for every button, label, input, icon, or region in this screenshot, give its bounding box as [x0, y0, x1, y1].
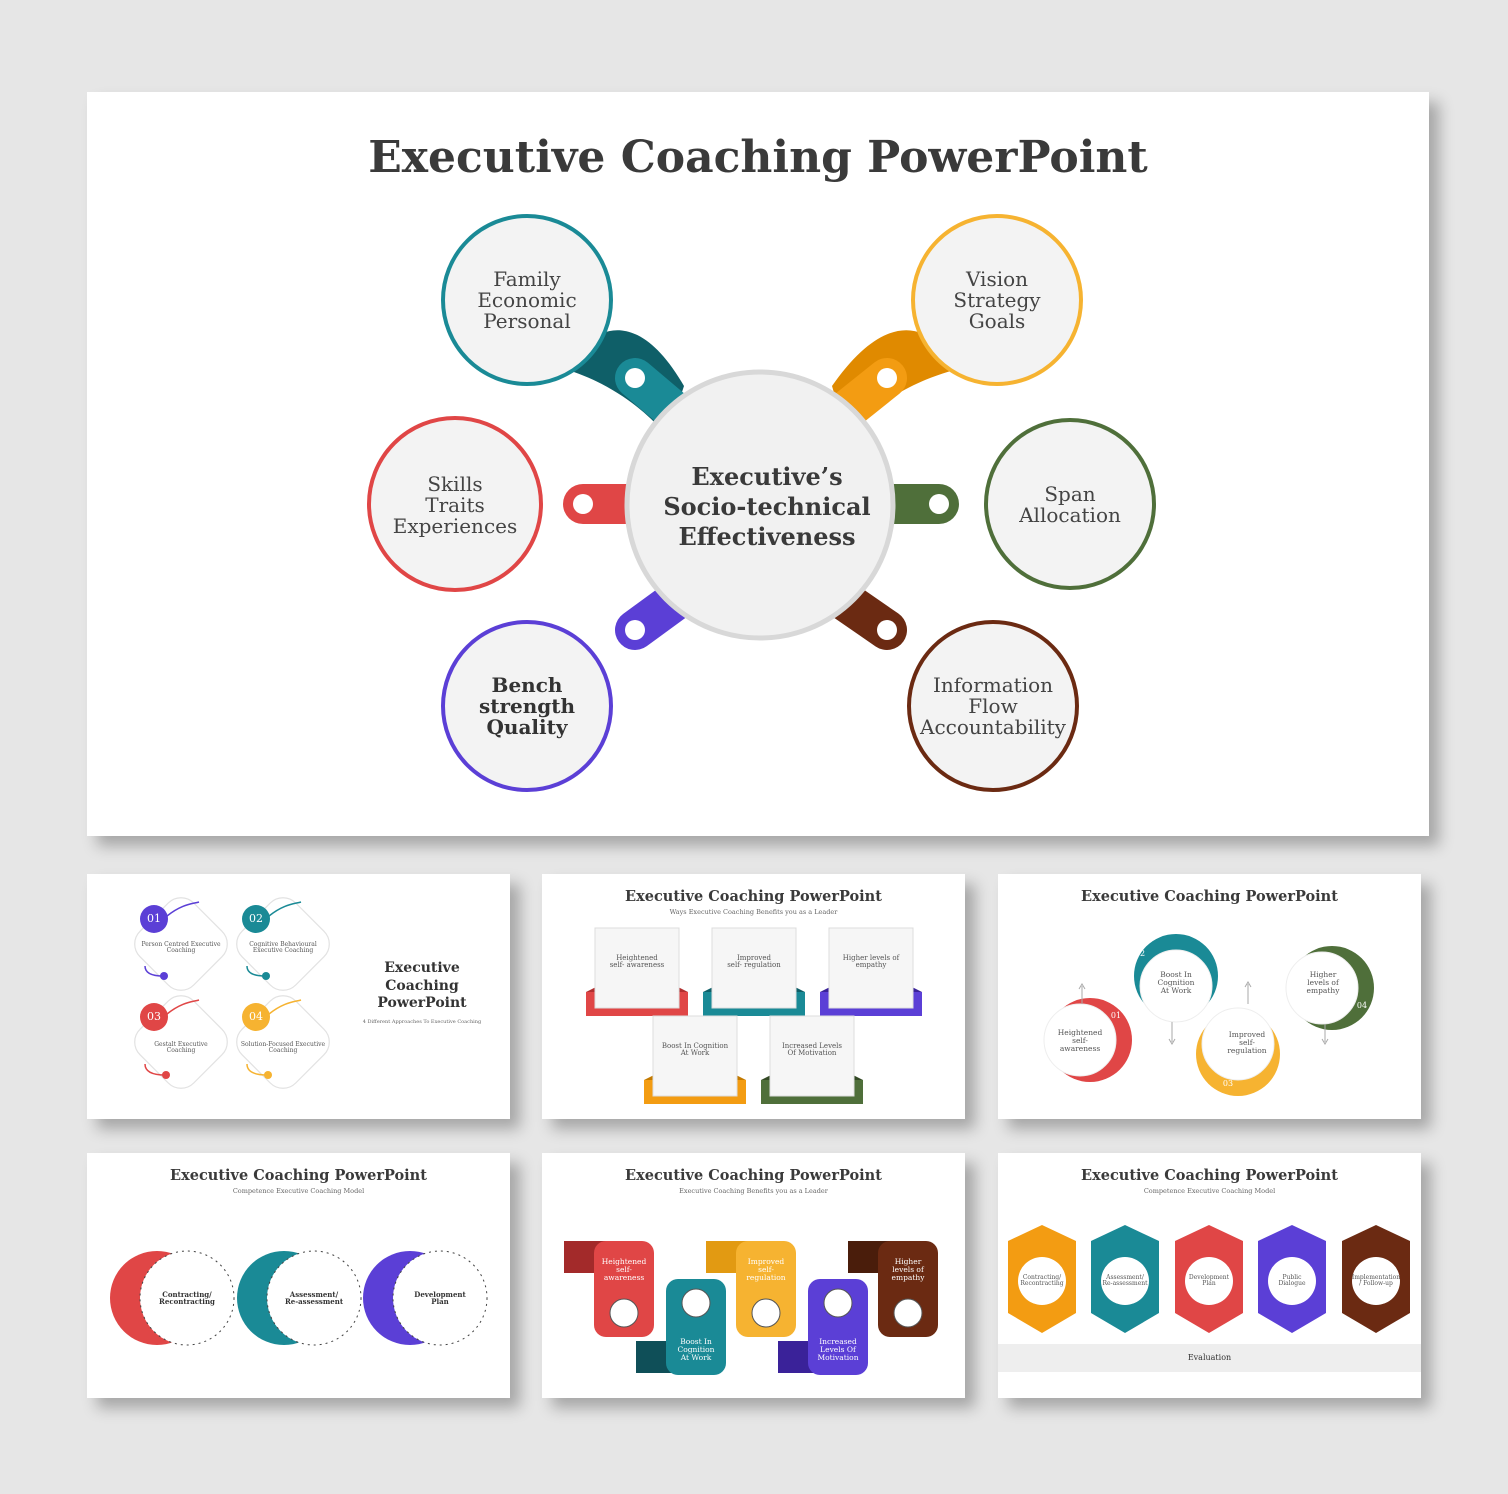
thumbnail-5-subtitle: Executive Coaching Benefits you as a Lea… — [679, 1187, 828, 1195]
thumbnail-4-subtitle: Competence Executive Coaching Model — [232, 1187, 365, 1195]
benefit-label-01: Heightened self- awareness — [1057, 1028, 1103, 1053]
node-label-bench: Bench strength Quality — [478, 672, 576, 739]
model-step-5: Implementation / Follow-up — [1351, 1273, 1401, 1287]
approach-label-04: Solution-Focused Executive Coaching — [240, 1040, 326, 1054]
benefit-label-2: Improved self- regulation — [727, 953, 781, 969]
benefit-number-01: 01 — [1110, 1010, 1122, 1020]
benefit-label-1: Heightened self- awareness — [609, 953, 665, 969]
benefit-tab-2: Boost In Cognition At Work — [677, 1337, 715, 1362]
benefit-number-04: 04 — [1356, 1000, 1368, 1010]
thumbnail-2-subtitle: Ways Executive Coaching Benefits you as … — [669, 908, 838, 916]
model-step-1: Contracting/ Recontracting — [1020, 1273, 1064, 1287]
approach-label-01: Person Centred Executive Coaching — [141, 940, 221, 954]
envelope-improved — [703, 927, 805, 1016]
model-stage-3: Development Plan — [414, 1289, 466, 1306]
thumbnail-6-subtitle: Competence Executive Coaching Model — [1143, 1187, 1276, 1195]
node-circle-information — [907, 620, 1079, 792]
main-slide-title: Executive Coaching PowerPoint — [368, 132, 1148, 183]
approach-number-02: 02 — [249, 912, 263, 926]
model-step-3: Development Plan — [1188, 1273, 1230, 1287]
benefit-label-5: Increased Levels Of Motivation — [781, 1041, 843, 1057]
model-stage-2: Assessment/ Re-assessment — [284, 1289, 344, 1306]
node-label-family: Family Economic Personal — [477, 266, 577, 333]
benefit-tab-4: Increased Levels Of Motivation — [817, 1337, 859, 1362]
thumbnail-slide-5[interactable]: Executive Coaching PowerPoint Executive … — [542, 1153, 965, 1398]
envelope-heightened — [586, 927, 688, 1016]
approach-label-02: Cognitive Behavioural Executive Coaching — [249, 940, 317, 954]
thumbnail-1-title: Executive Coaching PowerPoint — [377, 960, 467, 1011]
main-slide[interactable]: Executive Coaching PowerPoint Family Eco… — [87, 92, 1429, 836]
thumbnail-1-subtitle: 4 Different Approaches To Executive Coac… — [362, 1019, 482, 1025]
envelope-empathy — [820, 927, 922, 1016]
node-circle-vision — [911, 214, 1083, 386]
thumbnail-3-title: Executive Coaching PowerPoint — [1081, 888, 1338, 905]
approach-number-04: 04 — [249, 1010, 263, 1024]
center-circle — [624, 369, 896, 641]
benefit-tab-3: Improved self- regulation — [746, 1257, 786, 1282]
node-circle-family — [441, 214, 613, 386]
model-step-4: Public Dialogue — [1278, 1273, 1306, 1287]
thumbnail-6-title: Executive Coaching PowerPoint — [1081, 1167, 1338, 1184]
center-label: Executive’s Socio-technical Effectivenes… — [663, 462, 871, 551]
model-step-2: Assessment/ Re-assessment — [1102, 1273, 1148, 1287]
thumbnail-slide-4[interactable]: Executive Coaching PowerPoint Competence… — [87, 1153, 510, 1398]
node-label-information: Information Flow Accountability — [920, 672, 1066, 739]
envelope-motivation — [761, 1015, 863, 1104]
thumbnail-4-title: Executive Coaching PowerPoint — [170, 1167, 427, 1184]
benefit-number-02: 02 — [1134, 948, 1146, 958]
benefit-tab-5: Higher levels of empathy — [891, 1257, 925, 1282]
approach-number-01: 01 — [147, 912, 161, 926]
benefit-tab-1: Heightened self- awareness — [601, 1257, 647, 1282]
node-circle-bench — [441, 620, 613, 792]
node-label-span: Span Allocation — [1019, 482, 1121, 527]
thumbnail-slide-6[interactable]: Executive Coaching PowerPoint Competence… — [998, 1153, 1421, 1398]
benefit-label-04: Higher levels of empathy — [1306, 970, 1340, 995]
node-label-skills: Skills Traits Experiences — [392, 471, 518, 538]
thumbnail-slide-1[interactable]: 01 02 03 04 Person Centred Executive Coa… — [87, 874, 510, 1119]
node-label-vision: Vision Strategy Goals — [953, 266, 1041, 333]
model-stage-1: Contracting/ Recontracting — [159, 1289, 215, 1306]
thumbnail-2-title: Executive Coaching PowerPoint — [625, 888, 882, 905]
thumbnail-slide-3[interactable]: Executive Coaching PowerPoint 01 02 03 0… — [998, 874, 1421, 1119]
evaluation-bar-label: Evaluation — [1187, 1352, 1232, 1362]
thumbnail-5-title: Executive Coaching PowerPoint — [625, 1167, 882, 1184]
approach-label-03: Gestalt Executive Coaching — [154, 1040, 208, 1054]
envelope-cognition — [644, 1015, 746, 1104]
thumbnail-slide-2[interactable]: Executive Coaching PowerPoint Ways Execu… — [542, 874, 965, 1119]
benefit-label-02: Boost In Cognition At Work — [1157, 970, 1195, 995]
mind-map-diagram — [367, 214, 1156, 792]
node-circle-skills — [367, 416, 543, 592]
approach-number-03: 03 — [147, 1010, 161, 1024]
node-circle-span — [984, 418, 1156, 590]
benefit-number-03: 03 — [1222, 1078, 1234, 1088]
benefit-label-4: Boost In Cognition At Work — [661, 1041, 729, 1057]
benefit-label-3: Higher levels of empathy — [842, 953, 900, 969]
benefit-label-03: Improved self- regulation — [1227, 1030, 1267, 1055]
